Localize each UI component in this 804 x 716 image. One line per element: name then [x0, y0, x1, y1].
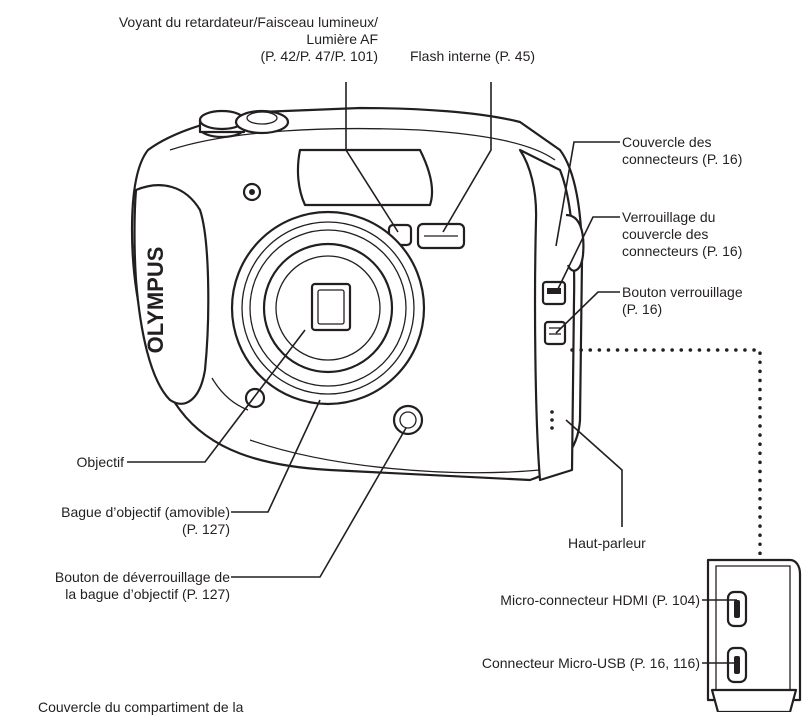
- connector-inset: [706, 558, 802, 712]
- label-compartiment: Couvercle du compartiment de la: [38, 699, 244, 715]
- label-verrouillage: Verrouillage du couvercle des connecteur…: [622, 209, 742, 260]
- label-voyant-line2: Lumière AF: [306, 31, 378, 47]
- label-bouton-verrouillage: Bouton verrouillage (P. 16): [622, 284, 743, 318]
- label-couvercle-line1: Couvercle des: [622, 134, 712, 150]
- camera-illustration: OLYMPUS: [130, 106, 585, 482]
- lens-release-button: [392, 404, 424, 436]
- label-flash: Flash interne (P. 45): [410, 48, 536, 64]
- label-verrouillage-line2: couvercle des: [622, 226, 709, 242]
- label-voyant: Voyant du retardateur/Faisceau lumineux/…: [119, 14, 378, 65]
- label-hdmi: Micro-connecteur HDMI (P. 104): [500, 592, 700, 608]
- label-deverrouillage-line2: la bague d’objectif (P. 127): [65, 586, 230, 602]
- shutter-button: [234, 109, 290, 135]
- label-couvercle: Couvercle des connecteurs (P. 16): [622, 134, 742, 168]
- label-bouton-verrouillage-line2: (P. 16): [622, 301, 663, 317]
- lock-button: [543, 320, 567, 346]
- label-haut-parleur: Haut-parleur: [568, 535, 646, 551]
- label-verrouillage-line3: connecteurs (P. 16): [622, 243, 743, 259]
- leader-lines: [127, 82, 737, 664]
- inset-link: [570, 348, 762, 562]
- label-bague-line1: Bague d’objectif (amovible): [61, 504, 230, 520]
- label-voyant-line1: Voyant du retardateur/Faisceau lumineux/: [118, 14, 378, 30]
- label-bague-line2: (P. 127): [182, 521, 230, 537]
- brand-logo: OLYMPUS: [143, 247, 168, 354]
- label-bouton-verrouillage-line1: Bouton verrouillage: [622, 284, 743, 300]
- label-voyant-line3: (P. 42/P. 47/P. 101): [260, 48, 378, 64]
- label-couvercle-line2: connecteurs (P. 16): [622, 151, 743, 167]
- label-deverrouillage-line1: Bouton de déverrouillage de: [54, 569, 230, 585]
- label-objectif: Objectif: [76, 454, 124, 470]
- label-usb: Connecteur Micro-USB (P. 16, 116): [481, 655, 700, 671]
- label-deverrouillage: Bouton de déverrouillage de la bague d’o…: [55, 569, 230, 603]
- label-verrouillage-line1: Verrouillage du: [622, 209, 716, 225]
- label-bague: Bague d’objectif (amovible) (P. 127): [61, 504, 230, 538]
